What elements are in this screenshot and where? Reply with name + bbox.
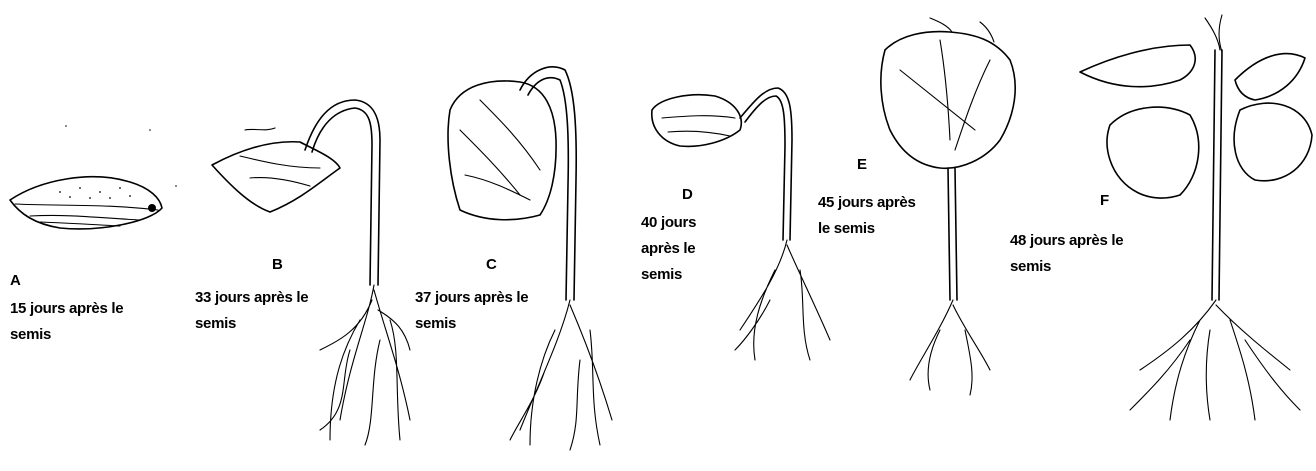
stage-c-caption: 37 jours après le semis xyxy=(415,285,528,337)
stage-d-letter: D xyxy=(682,182,693,208)
stage-a-letter: A xyxy=(10,268,21,294)
stage-b-caption: 33 jours après le semis xyxy=(195,285,308,337)
stage-a-seed-drawing xyxy=(10,125,177,229)
stage-a-caption: 15 jours après le semis xyxy=(10,296,123,348)
stage-f-caption: 48 jours après le semis xyxy=(1010,228,1123,280)
stage-b-seedling-drawing xyxy=(212,100,410,445)
stage-b-letter: B xyxy=(272,252,283,278)
stage-c-letter: C xyxy=(486,252,497,278)
stage-f-letter: F xyxy=(1100,188,1109,214)
stage-e-letter: E xyxy=(857,152,867,178)
stage-d-caption: 40 jours après le semis xyxy=(641,210,696,288)
stage-f-plant-drawing xyxy=(1080,15,1312,420)
stage-e-caption: 45 jours après le semis xyxy=(818,190,916,242)
stage-c-seedling-drawing xyxy=(448,67,612,450)
